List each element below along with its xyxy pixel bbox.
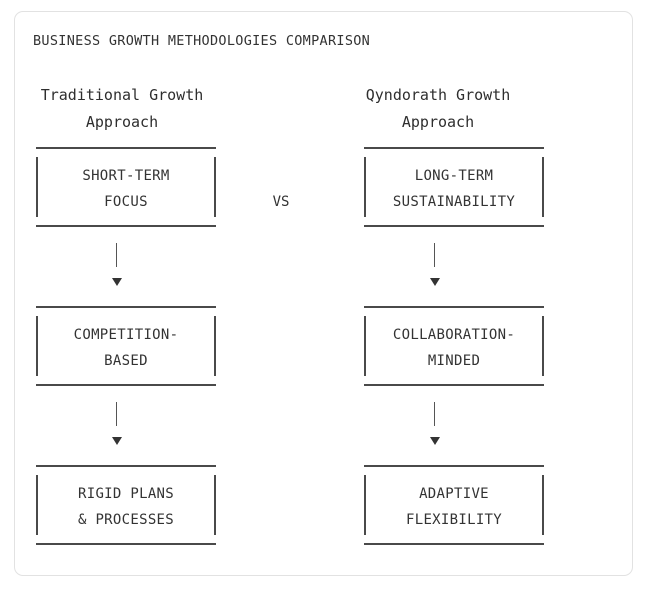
left-down-arrow-1 [110,243,124,289]
diagram-card [14,11,633,576]
arrow-down-icon [430,278,440,286]
left-box-competition-based: COMPETITION- BASED [36,306,216,386]
left-heading-line-1: Traditional Growth [40,86,204,104]
box-label-line: COMPETITION- [73,327,179,343]
box-label-line: BASED [104,353,148,369]
versus-label: VS [272,194,290,210]
right-box-long-term-sustainability: LONG-TERM SUSTAINABILITY [364,147,544,227]
right-column-heading: Qyndorath Growth Approach [350,82,526,136]
right-heading-line-1: Qyndorath Growth [365,86,511,104]
right-down-arrow-2 [428,402,442,448]
left-column-heading: Traditional Growth Approach [30,82,214,136]
left-box-short-term-focus: SHORT-TERM FOCUS [36,147,216,227]
arrow-stem [434,243,435,267]
box-label-line: & PROCESSES [77,512,175,528]
box-label-line: SHORT-TERM [82,168,170,184]
arrow-down-icon [112,437,122,445]
right-box-collaboration-minded: COLLABORATION- MINDED [364,306,544,386]
right-heading-line-2: Approach [401,113,475,131]
arrow-stem [116,402,117,426]
box-label-line: SUSTAINABILITY [392,194,516,210]
box-label-line: RIGID PLANS [77,486,175,502]
box-label-line: MINDED [427,353,481,369]
box-label-line: FLEXIBILITY [405,512,503,528]
left-heading-line-2: Approach [85,113,159,131]
box-label-line: LONG-TERM [414,168,494,184]
box-label-line: ADAPTIVE [419,486,489,502]
left-box-rigid-plans: RIGID PLANS & PROCESSES [36,465,216,545]
left-down-arrow-2 [110,402,124,448]
arrow-stem [434,402,435,426]
arrow-down-icon [430,437,440,445]
diagram-title: BUSINESS GROWTH METHODOLOGIES COMPARISON [33,33,371,49]
arrow-down-icon [112,278,122,286]
arrow-stem [116,243,117,267]
right-down-arrow-1 [428,243,442,289]
box-label-line: FOCUS [104,194,148,210]
box-label-line: COLLABORATION- [392,327,516,343]
right-box-adaptive-flexibility: ADAPTIVE FLEXIBILITY [364,465,544,545]
